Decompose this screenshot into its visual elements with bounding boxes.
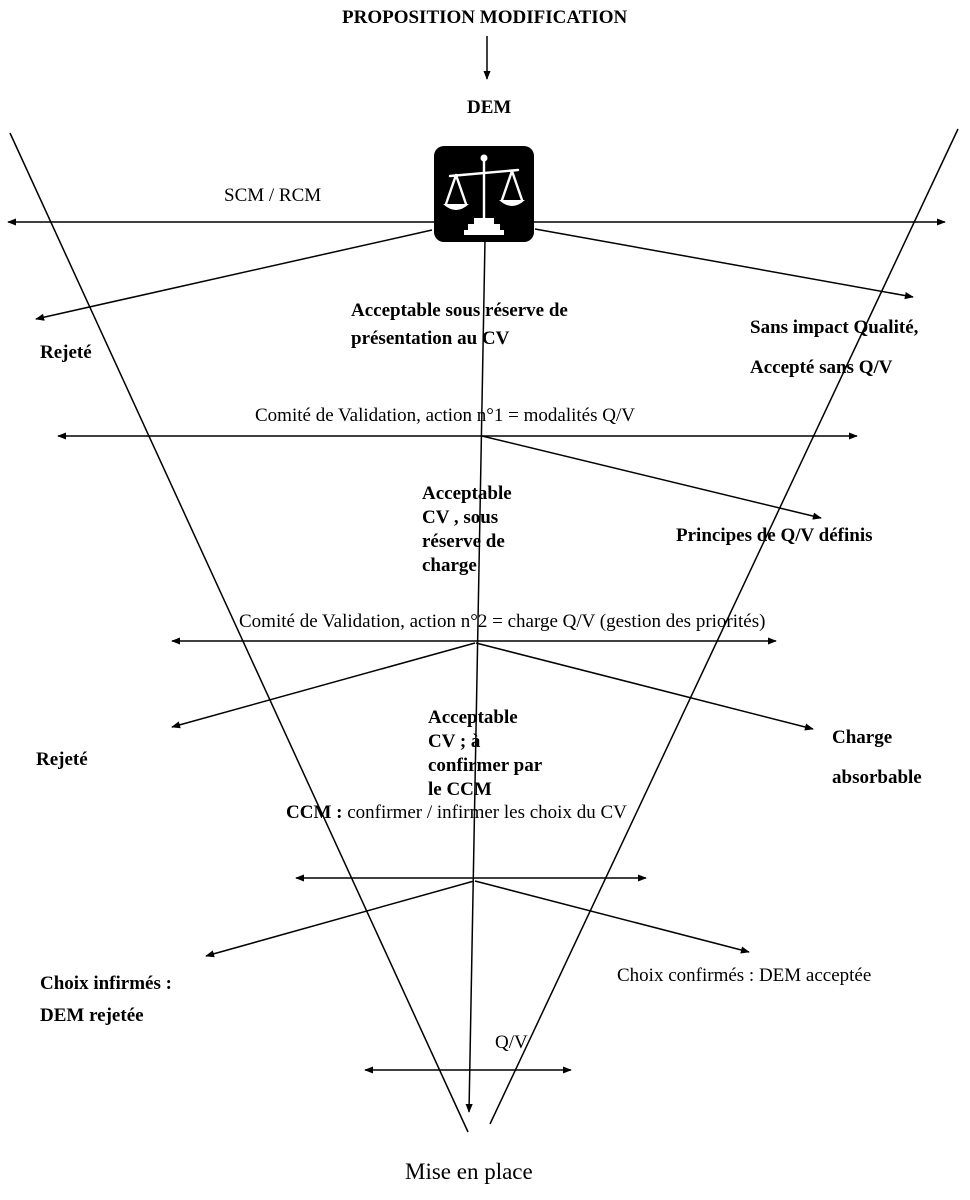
stage2-right-label: Principes de Q/V définis bbox=[676, 525, 873, 546]
confirmes-arrow bbox=[474, 880, 750, 954]
stage4-right-label: Choix confirmés : DEM acceptée bbox=[617, 965, 872, 986]
charge-arrow bbox=[475, 642, 814, 731]
scales-of-justice-icon bbox=[434, 146, 534, 242]
stage2-center-label: Acceptable CV , sous réserve de charge bbox=[422, 483, 512, 576]
stage3-left-label: Rejeté bbox=[36, 749, 88, 770]
rejete-arrow-2 bbox=[171, 642, 476, 729]
funnel-right-edge bbox=[489, 128, 959, 1125]
ccm-label-bold: CCM : bbox=[286, 802, 343, 823]
funnel-left-edge bbox=[9, 132, 469, 1133]
stage1-left-label: Rejeté bbox=[40, 342, 92, 363]
ccm-axis-label: CCM : confirmer / infirmer les choix du … bbox=[286, 801, 627, 825]
cv-action2-axis-label: Comité de Validation, action n°2 = charg… bbox=[239, 611, 766, 632]
ccm-label-rest: confirmer / infirmer les choix du CV bbox=[342, 802, 627, 823]
stage3-center-label: Acceptable CV ; à confirmer par le CCM bbox=[428, 707, 543, 800]
qv-axis-label: Q/V bbox=[495, 1032, 528, 1053]
infirmes-arrow bbox=[205, 880, 475, 958]
end-label: Mise en place bbox=[405, 1159, 533, 1184]
stage4-left-label: Choix infirmés : DEM rejetée bbox=[40, 973, 172, 1026]
stage1-center-label: Acceptable sous réserve de présentation … bbox=[351, 300, 568, 349]
cv-action1-axis-label: Comité de Validation, action n°1 = modal… bbox=[255, 405, 635, 426]
principes-arrow bbox=[481, 435, 822, 520]
sans-impact-arrow bbox=[534, 228, 914, 300]
scm-rcm-axis-label: SCM / RCM bbox=[224, 185, 322, 206]
rejete-arrow-1 bbox=[35, 229, 433, 321]
dem-start-label: DEM bbox=[467, 97, 512, 118]
stage1-right-label: Sans impact Qualité, Accepté sans Q/V bbox=[750, 317, 919, 378]
diagram-title: PROPOSITION MODIFICATION bbox=[342, 7, 628, 28]
central-axis-arrow bbox=[465, 239, 486, 1113]
stage3-right-label: Charge absorbable bbox=[832, 727, 922, 788]
